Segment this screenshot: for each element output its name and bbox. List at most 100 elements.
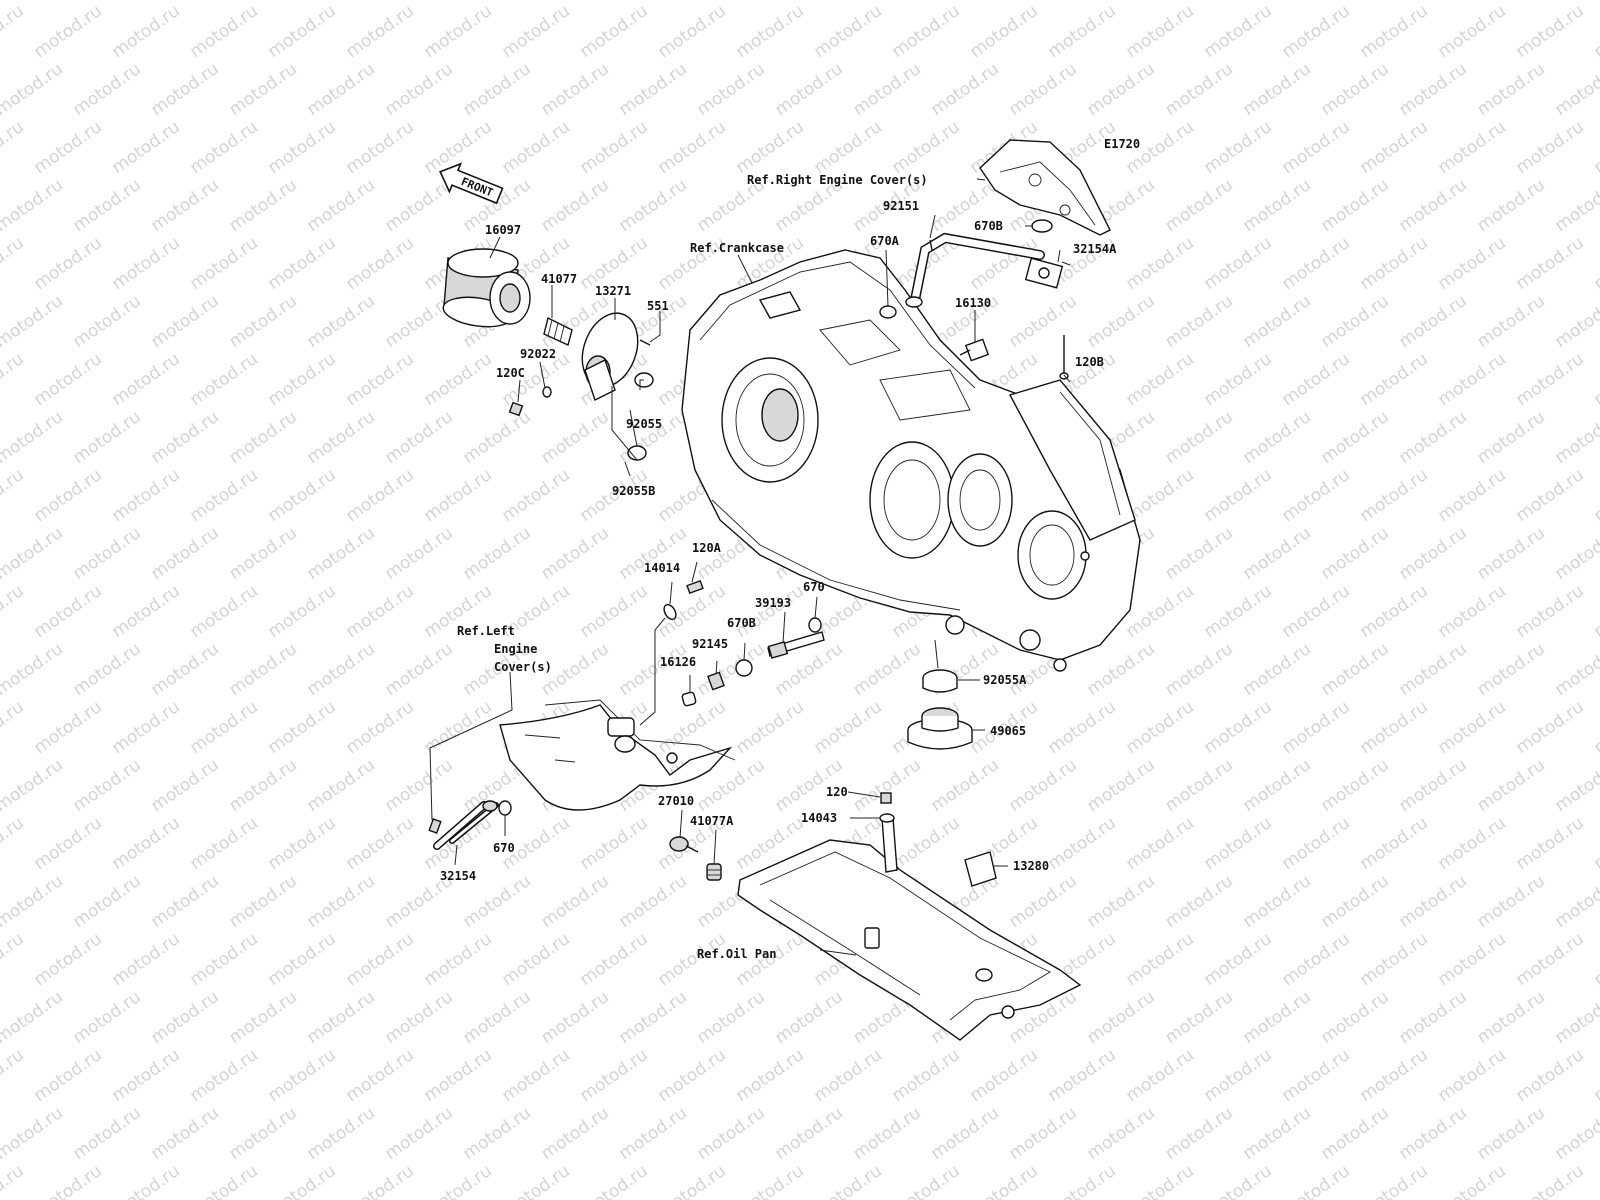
watermark-text: motod.ru bbox=[498, 1161, 573, 1200]
watermark-text: motod.ru bbox=[225, 755, 300, 816]
watermark-text: motod.ru bbox=[225, 1103, 300, 1164]
watermark-text: motod.ru bbox=[420, 1161, 495, 1200]
label-14014: 14014 bbox=[644, 561, 680, 575]
watermark-text: motod.ru bbox=[1473, 407, 1548, 468]
label-27010: 27010 bbox=[658, 794, 694, 808]
watermark-text: motod.ru bbox=[1395, 639, 1470, 700]
watermark-text: motod.ru bbox=[1317, 0, 1392, 4]
watermark-text: motod.ru bbox=[147, 175, 222, 236]
watermark-text: motod.ru bbox=[615, 175, 690, 236]
watermark-text: motod.ru bbox=[1317, 523, 1392, 584]
watermark-text: motod.ru bbox=[1551, 871, 1600, 932]
watermark-text: motod.ru bbox=[459, 407, 534, 468]
watermark-text: motod.ru bbox=[69, 407, 144, 468]
watermark-text: motod.ru bbox=[69, 291, 144, 352]
watermark-text: motod.ru bbox=[420, 465, 495, 526]
watermark-text: motod.ru bbox=[420, 1, 495, 62]
watermark-text: motod.ru bbox=[303, 59, 378, 120]
label-120B: 120B bbox=[1075, 355, 1104, 369]
ref-oil-pan: Ref.Oil Pan bbox=[697, 947, 776, 961]
watermark-text: motod.ru bbox=[108, 349, 183, 410]
watermark-text: motod.ru bbox=[1278, 813, 1353, 874]
watermark-text: motod.ru bbox=[225, 871, 300, 932]
watermark-text: motod.ru bbox=[381, 407, 456, 468]
watermark-text: motod.ru bbox=[771, 0, 846, 4]
watermark-text: motod.ru bbox=[1317, 871, 1392, 932]
watermark-text: motod.ru bbox=[342, 581, 417, 642]
watermark-text: motod.ru bbox=[888, 1161, 963, 1200]
watermark-text: motod.ru bbox=[1551, 523, 1600, 584]
watermark-text: motod.ru bbox=[0, 697, 28, 758]
watermark-text: motod.ru bbox=[927, 59, 1002, 120]
watermark-text: motod.ru bbox=[1278, 697, 1353, 758]
watermark-text: motod.ru bbox=[303, 0, 378, 4]
watermark-text: motod.ru bbox=[693, 987, 768, 1048]
watermark-text: motod.ru bbox=[264, 581, 339, 642]
watermark-text: motod.ru bbox=[1551, 639, 1600, 700]
label-92055B: 92055B bbox=[612, 484, 655, 498]
watermark-text: motod.ru bbox=[1200, 349, 1275, 410]
watermark-text: motod.ru bbox=[732, 1, 807, 62]
watermark-text: motod.ru bbox=[459, 1103, 534, 1164]
part-labels: 16097 41077 13271 551 92022 120C 92055 9… bbox=[440, 199, 1117, 883]
watermark-text: motod.ru bbox=[1473, 0, 1548, 4]
watermark-text: motod.ru bbox=[1083, 291, 1158, 352]
watermark-text: motod.ru bbox=[0, 117, 28, 178]
watermark-text: motod.ru bbox=[69, 639, 144, 700]
watermark-text: motod.ru bbox=[498, 1, 573, 62]
oring-670B-top bbox=[1031, 219, 1053, 233]
watermark-text: motod.ru bbox=[1590, 813, 1600, 874]
label-92055A: 92055A bbox=[983, 673, 1027, 687]
watermark-text: motod.ru bbox=[849, 639, 924, 700]
watermark-text: motod.ru bbox=[1356, 1161, 1431, 1200]
watermark-text: motod.ru bbox=[264, 697, 339, 758]
watermark-text: motod.ru bbox=[1434, 465, 1509, 526]
watermark-text: motod.ru bbox=[342, 813, 417, 874]
watermark-text: motod.ru bbox=[1122, 929, 1197, 990]
label-16126: 16126 bbox=[660, 655, 696, 669]
watermark-text: motod.ru bbox=[1434, 1, 1509, 62]
label-92145: 92145 bbox=[692, 637, 728, 651]
watermark-text: motod.ru bbox=[1512, 929, 1587, 990]
watermark-text: motod.ru bbox=[186, 1161, 261, 1200]
watermark-text: motod.ru bbox=[1473, 639, 1548, 700]
watermark-text: motod.ru bbox=[1356, 929, 1431, 990]
watermark-text: motod.ru bbox=[108, 1045, 183, 1106]
watermark-text: motod.ru bbox=[225, 639, 300, 700]
watermark-text: motod.ru bbox=[1395, 59, 1470, 120]
watermark-text: motod.ru bbox=[108, 233, 183, 294]
watermark-text: motod.ru bbox=[1044, 1161, 1119, 1200]
label-670A: 670A bbox=[870, 234, 900, 248]
ref-crankcase: Ref.Crankcase bbox=[690, 241, 784, 255]
pipe-39193-drawing bbox=[767, 631, 825, 659]
watermark-text: motod.ru bbox=[69, 523, 144, 584]
watermark-text: motod.ru bbox=[1356, 117, 1431, 178]
watermark-text: motod.ru bbox=[147, 0, 222, 4]
watermark-text: motod.ru bbox=[225, 523, 300, 584]
pipe-41077-drawing bbox=[543, 316, 573, 346]
watermark-text: motod.ru bbox=[615, 987, 690, 1048]
watermark-text: motod.ru bbox=[108, 1161, 183, 1200]
watermark-text: motod.ru bbox=[1434, 581, 1509, 642]
watermark-text: motod.ru bbox=[0, 929, 28, 990]
watermark-text: motod.ru bbox=[771, 987, 846, 1048]
label-32154A: 32154A bbox=[1073, 242, 1117, 256]
watermark-text: motod.ru bbox=[381, 639, 456, 700]
watermark-text: motod.ru bbox=[1590, 581, 1600, 642]
watermark-text: motod.ru bbox=[147, 1103, 222, 1164]
watermark-text: motod.ru bbox=[1083, 639, 1158, 700]
watermark-text: motod.ru bbox=[1200, 233, 1275, 294]
watermark-text: motod.ru bbox=[30, 1161, 105, 1200]
watermark-text: motod.ru bbox=[1473, 523, 1548, 584]
watermark-text: motod.ru bbox=[342, 465, 417, 526]
watermark-text: motod.ru bbox=[264, 1161, 339, 1200]
ref-left-engine-cover-line2: Engine bbox=[494, 642, 537, 656]
watermark-text: motod.ru bbox=[225, 987, 300, 1048]
left-engine-cover-drawing bbox=[499, 699, 736, 811]
watermark-text: motod.ru bbox=[381, 1103, 456, 1164]
watermark-text: motod.ru bbox=[108, 117, 183, 178]
label-13271: 13271 bbox=[595, 284, 631, 298]
watermark-text: motod.ru bbox=[1317, 987, 1392, 1048]
watermark-text: motod.ru bbox=[1356, 1045, 1431, 1106]
